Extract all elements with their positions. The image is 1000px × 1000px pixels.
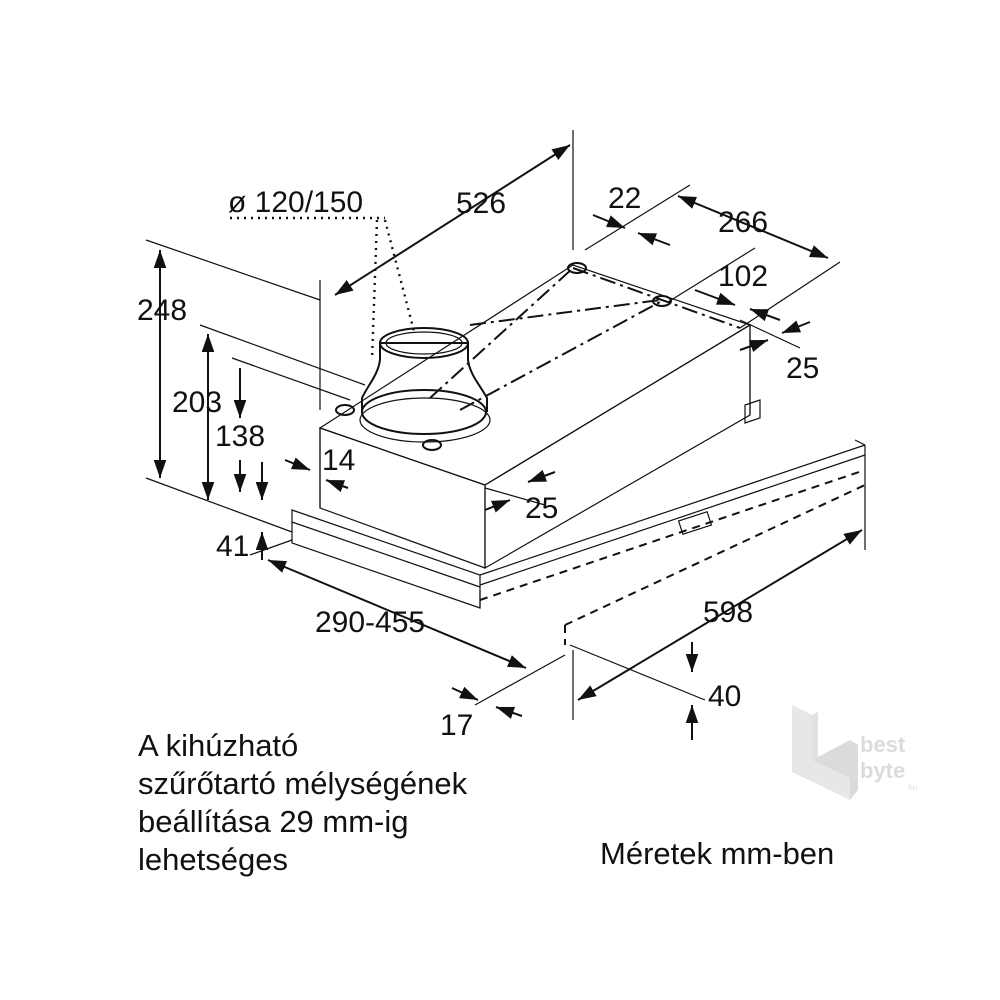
note-line: szűrőtartó mélységének (138, 766, 468, 801)
note-line: lehetséges (138, 842, 288, 877)
centre-lines (429, 267, 741, 411)
note-line: A kihúzható (138, 728, 299, 763)
units-label: Méretek mm-ben (600, 836, 835, 871)
dim-598: 598 (703, 596, 753, 629)
dim-102: 102 (718, 260, 768, 293)
dim-40: 40 (708, 680, 741, 713)
dim-203: 203 (172, 386, 222, 419)
dim-248: 248 (137, 294, 187, 327)
dim-526: 526 (456, 187, 506, 220)
logo-suffix: .hu (906, 783, 917, 792)
duct-connector (359, 327, 491, 443)
dimension-lines (145, 130, 866, 740)
dim-138: 138 (215, 420, 265, 453)
dim-14: 14 (322, 444, 355, 477)
bestbyte-logo: best byte .hu (792, 705, 917, 800)
dim-17: 17 (440, 709, 473, 742)
logo-text-top: best (860, 732, 906, 757)
filter-depth-note: A kihúzható szűrőtartó mélységének beáll… (138, 727, 467, 879)
dim-25-mid: 25 (525, 492, 558, 525)
dim-22: 22 (608, 182, 641, 215)
dim-266: 266 (718, 206, 768, 239)
logo-text-bottom: byte (860, 758, 905, 783)
dim-290-455: 290-455 (315, 606, 425, 639)
dim-41: 41 (216, 530, 249, 563)
dim-25-top: 25 (786, 352, 819, 385)
note-line: beállítása 29 mm-ig (138, 804, 409, 839)
dim-duct-diameter: ø 120/150 (228, 186, 363, 219)
mounting-holes (335, 262, 672, 451)
